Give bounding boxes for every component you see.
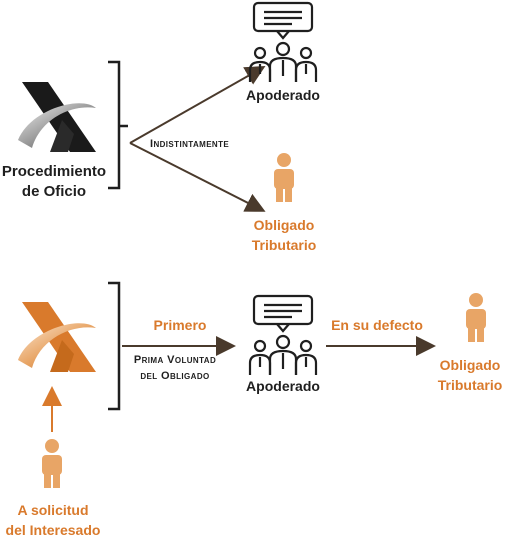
obligado-bottom-label-line1: Obligado — [439, 357, 501, 373]
procedimiento-label-line1: Procedimiento — [1, 163, 107, 180]
solicitud-label: A solicitud del Interesado — [0, 500, 106, 540]
obligado-person-bottom-icon — [466, 293, 486, 342]
apoderado-top-label: Apoderado — [246, 87, 320, 103]
procedimiento-label: Procedimiento de Oficio — [0, 162, 108, 202]
aeat-logo-orange-icon — [18, 302, 96, 372]
interesado-person-icon — [42, 439, 62, 488]
obligado-top-label: Obligado Tributario — [232, 215, 336, 255]
procedimiento-label-line2: de Oficio — [21, 183, 87, 200]
solicitud-label-line1: A solicitud — [17, 502, 89, 518]
aeat-logo-dark-icon — [18, 82, 96, 152]
apoderado-bottom-label: Apoderado — [246, 378, 320, 394]
indistintamente-label: Indistintamente — [150, 138, 230, 150]
obligado-person-icon — [274, 153, 294, 202]
arrow-to-apoderado-top — [129, 66, 266, 144]
bracket-bottom — [108, 281, 121, 411]
obligado-bottom-label-line2: Tributario — [437, 377, 503, 393]
en-su-defecto-label: En su defecto — [331, 317, 423, 333]
apoderado-group-bottom-icon — [248, 294, 318, 375]
obligado-top-label-line2: Tributario — [251, 237, 317, 253]
primero-label: Primero — [153, 317, 207, 333]
obligado-top-label-line1: Obligado — [253, 217, 315, 233]
bracket-top — [108, 60, 128, 190]
arrow-to-obligado-top — [129, 142, 266, 212]
prima-voluntad-line2: del Obligado — [140, 370, 210, 382]
prima-voluntad-line1: Prima Voluntad — [133, 354, 217, 366]
prima-voluntad-label: Prima Voluntad del Obligado — [122, 352, 228, 384]
solicitud-label-line2: del Interesado — [5, 522, 101, 538]
obligado-bottom-label: Obligado Tributario — [428, 355, 512, 395]
apoderado-group-icon — [248, 1, 318, 82]
